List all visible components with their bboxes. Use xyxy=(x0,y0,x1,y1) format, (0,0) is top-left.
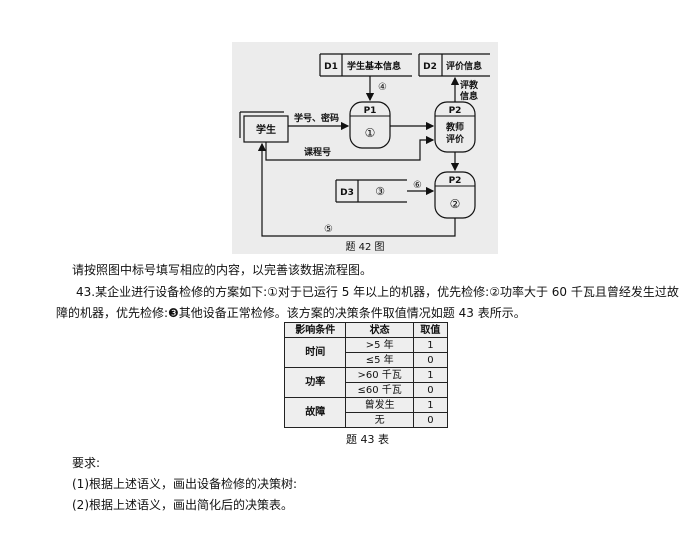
p2a-line1: 教师 xyxy=(445,121,464,133)
value-cell: 0 xyxy=(412,352,449,368)
factor-fault: 故障 xyxy=(283,397,347,428)
table-row: 时间 >5 年 1 xyxy=(283,337,449,368)
value-cell: 0 xyxy=(412,412,449,428)
flow-lines xyxy=(257,76,460,237)
d1-id: D1 xyxy=(324,62,338,72)
d3-blank: ③ xyxy=(375,185,385,198)
table-row: ≤60 千瓦 0 xyxy=(285,382,449,398)
figure-caption: 题 42 图 xyxy=(345,241,384,253)
d3-id: D3 xyxy=(340,188,354,198)
state-cell: 无 xyxy=(345,412,414,428)
value-cell: 1 xyxy=(412,337,449,353)
value-cell: 0 xyxy=(412,382,449,398)
blank-4: ④ xyxy=(378,82,387,93)
blank-6: ⑥ xyxy=(413,180,422,191)
header-value: 取值 xyxy=(412,322,449,338)
decision-condition-table: 影响条件 状态 取值 时间 >5 年 1 ≤5 年 0 功率 >60 千瓦 1 … xyxy=(283,322,449,428)
factor-time: 时间 xyxy=(283,337,347,368)
requirement-1: (1)根据上述语义，画出设备检修的决策树: xyxy=(72,477,298,491)
blank-5: ⑤ xyxy=(324,224,333,235)
entity-student: 学生 xyxy=(239,111,289,143)
table-row: 无 0 xyxy=(285,412,449,428)
table-row: 功率 >60 千瓦 1 xyxy=(283,367,449,398)
data-store-d1: D1 学生基本信息 xyxy=(319,53,412,77)
value-cell: 1 xyxy=(412,367,449,383)
data-flow-diagram: D1 学生基本信息 D2 评价信息 学生 P1 ① xyxy=(239,53,490,253)
figure-42: D1 学生基本信息 D2 评价信息 学生 P1 ① xyxy=(232,42,498,254)
d2-label: 评价信息 xyxy=(446,60,482,72)
state-cell: ≤5 年 xyxy=(345,352,414,368)
requirements-label: 要求: xyxy=(72,456,101,470)
p2a-id: P2 xyxy=(449,106,462,116)
p1-blank: ① xyxy=(365,126,376,140)
state-cell: >5 年 xyxy=(345,337,414,353)
state-cell: ≤60 千瓦 xyxy=(345,382,414,398)
question-43-line2: 障的机器，优先检修:❸其他设备正常检修。该方案的决策条件取值情况如题 43 表所… xyxy=(56,306,526,320)
process-p2-teacher-eval: P2 教师 评价 xyxy=(434,101,476,153)
table-caption: 题 43 表 xyxy=(346,433,389,446)
data-store-d2: D2 评价信息 xyxy=(418,53,490,77)
flow-eval-info-2: 信息 xyxy=(460,90,478,102)
header-factor: 影响条件 xyxy=(283,322,347,338)
table-header-row: 影响条件 状态 取值 xyxy=(283,322,449,338)
factor-power: 功率 xyxy=(283,367,347,398)
flow-course-number: 课程号 xyxy=(304,146,331,158)
flow-id-password: 学号、密码 xyxy=(294,112,339,124)
process-p1: P1 ① xyxy=(349,101,391,149)
question-43-line1: 43.某企业进行设备检修的方案如下:①对于已运行 5 年以上的机器，优先检修:②… xyxy=(76,285,679,299)
requirement-2: (2)根据上述语义，画出简化后的决策表。 xyxy=(72,498,293,512)
table-row: ≤5 年 0 xyxy=(285,352,449,368)
p2b-blank: ② xyxy=(450,197,461,211)
state-cell: 曾发生 xyxy=(345,397,414,413)
instruction-42: 请按照图中标号填写相应的内容，以完善该数据流程图。 xyxy=(72,263,373,277)
p2b-id: P2 xyxy=(449,176,462,186)
table-row: 故障 曾发生 1 xyxy=(283,397,449,428)
header-state: 状态 xyxy=(345,322,414,338)
data-store-d3: D3 ③ xyxy=(335,179,407,203)
student-label: 学生 xyxy=(256,123,276,136)
p1-id: P1 xyxy=(364,106,377,116)
process-p2-lower: P2 ② xyxy=(434,171,476,219)
state-cell: >60 千瓦 xyxy=(345,367,414,383)
d1-label: 学生基本信息 xyxy=(347,60,401,72)
d2-id: D2 xyxy=(423,62,437,72)
value-cell: 1 xyxy=(412,397,449,413)
flow-eval-info-1: 评教 xyxy=(460,79,479,91)
p2a-line2: 评价 xyxy=(446,133,465,145)
